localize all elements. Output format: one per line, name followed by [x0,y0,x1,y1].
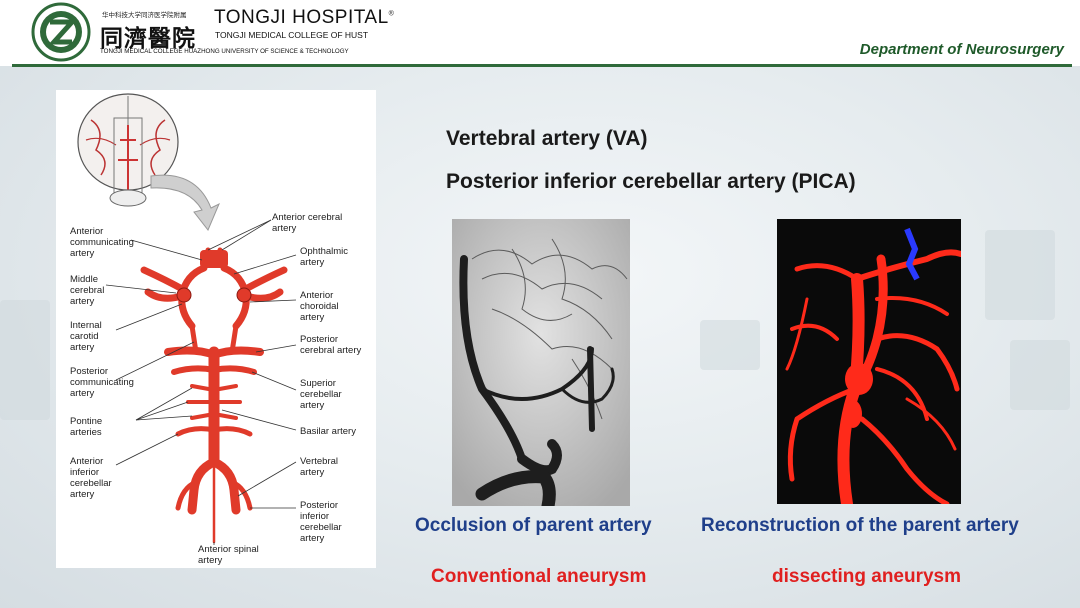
label-posterior-cerebral: Posterior cerebral artery [300,334,362,356]
label-posterior-communicating: Posterior communicating artery [70,366,134,399]
right-caption-dissecting: dissecting aneurysm [772,566,962,587]
artery-diagram-graphic [77,93,297,545]
zoom-arrow-icon [150,174,220,231]
label-anterior-cerebral: Anterior cerebral artery [272,212,343,234]
hospital-logo-icon [31,2,91,62]
label-anterior-spinal: Anterior spinal artery [198,544,259,566]
label-superior-cerebellar: Superior cerebellar artery [300,378,342,411]
left-caption-conventional: Conventional aneurysm [431,566,647,587]
hospital-affiliation-cn: 华中科技大学同济医学院附属 [102,12,187,19]
angiogram-graphic [452,219,630,506]
label-basilar: Basilar artery [300,426,356,437]
angiogram-image [452,219,630,506]
label-ophthalmic: Ophthalmic artery [300,246,349,268]
slide-title-pica: Posterior inferior cerebellar artery (PI… [446,170,856,193]
hospital-name-en: TONGJI HOSPITAL® [214,7,395,28]
department-name: Department of Neurosurgery [859,41,1064,58]
background-decoration [0,300,50,420]
label-middle-cerebral: Middle cerebral artery [70,274,105,307]
slide-header: 华中科技大学同济医学院附属 同濟醫院 TONGJI HOSPITAL® TONG… [0,0,1080,66]
label-leader-lines [105,219,297,545]
circle-of-willis-diagram: Anterior cerebral artery Anterior commun… [56,90,376,568]
reconstruction-graphic [777,219,961,504]
header-divider [12,64,1072,67]
artery-tree [140,247,288,544]
3d-reconstruction-image [777,219,961,504]
label-internal-carotid: Internal carotid artery [70,320,102,353]
label-pontine: Pontine arteries [70,416,103,438]
hospital-university: TONGJI MEDICAL COLLEGE HUAZHONG UNIVERSI… [100,48,349,55]
label-anterior-inferior-cerebellar: Anterior inferior cerebellar artery [70,456,112,500]
background-decoration [700,320,760,370]
label-anterior-choroidal: Anterior choroidal artery [300,290,339,323]
label-posterior-inferior-cerebellar: Posterior inferior cerebellar artery [300,500,342,544]
background-decoration [1010,340,1070,410]
right-caption-reconstruction: Reconstruction of the parent artery [701,515,1019,536]
label-anterior-communicating: Anterior communicating artery [70,226,134,259]
label-vertebral: Vertebral artery [300,456,339,478]
hospital-college: TONGJI MEDICAL COLLEGE OF HUST [215,30,369,40]
hospital-name-cn: 同濟醫院 [100,25,196,52]
brain-illustration [77,93,179,207]
left-caption-occlusion: Occlusion of parent artery [415,515,652,536]
slide-title-va: Vertebral artery (VA) [446,127,648,150]
background-decoration [985,230,1055,320]
